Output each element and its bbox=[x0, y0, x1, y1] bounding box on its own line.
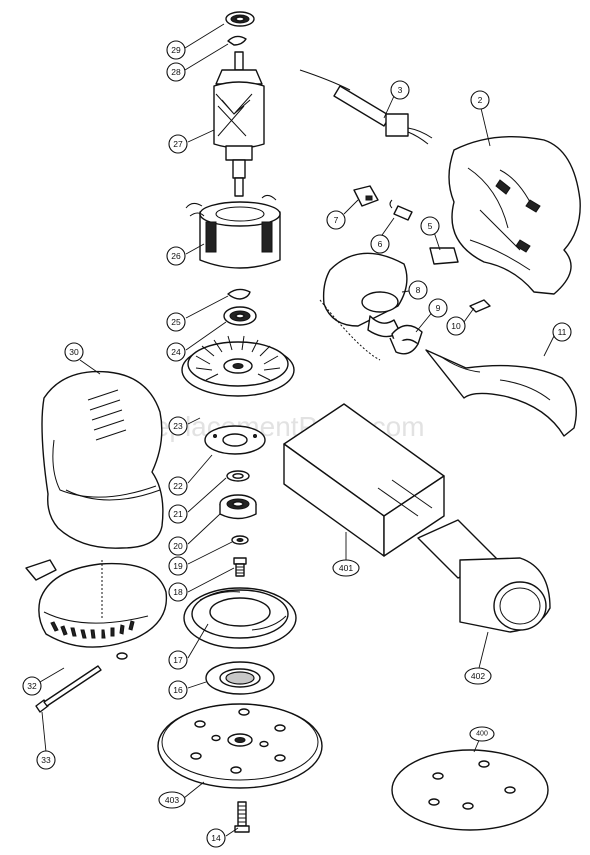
callout-401: 401 bbox=[332, 559, 360, 577]
part-8-fan-housing bbox=[322, 252, 408, 338]
callout-label: 29 bbox=[171, 45, 181, 55]
callout-3: 3 bbox=[390, 80, 410, 100]
callout-27: 27 bbox=[168, 134, 188, 154]
part-19-washer bbox=[231, 535, 249, 545]
callout-8: 8 bbox=[408, 280, 428, 300]
callout-label: 21 bbox=[173, 509, 183, 519]
callout-21: 21 bbox=[168, 504, 188, 524]
callout-label: 26 bbox=[171, 251, 181, 261]
callout-403: 403 bbox=[158, 791, 186, 809]
callout-label: 18 bbox=[173, 587, 183, 597]
callout-label: 17 bbox=[173, 655, 183, 665]
callout-33: 33 bbox=[36, 750, 56, 770]
part-400-abrasive-disc bbox=[391, 749, 549, 831]
part-17-plate bbox=[183, 587, 297, 649]
callout-400: 400 bbox=[469, 726, 495, 742]
callout-label: 28 bbox=[171, 67, 181, 77]
part-21-washer bbox=[226, 470, 250, 482]
callout-label: 10 bbox=[451, 321, 461, 331]
callout-label: 23 bbox=[173, 421, 183, 431]
callout-label: 2 bbox=[478, 95, 483, 105]
callout-label: 33 bbox=[41, 755, 51, 765]
part-29-bearing bbox=[225, 11, 255, 27]
callout-23: 23 bbox=[168, 416, 188, 436]
callout-label: 7 bbox=[334, 215, 339, 225]
callout-19: 19 bbox=[168, 556, 188, 576]
part-9-ring bbox=[389, 324, 423, 355]
callout-label: 22 bbox=[173, 481, 183, 491]
part-6-brush bbox=[389, 199, 413, 221]
callout-20: 20 bbox=[168, 536, 188, 556]
part-26-field bbox=[185, 194, 281, 269]
callout-26: 26 bbox=[166, 246, 186, 266]
callout-label: 6 bbox=[378, 239, 383, 249]
callout-22: 22 bbox=[168, 476, 188, 496]
callout-label: 403 bbox=[165, 795, 179, 805]
callout-24: 24 bbox=[166, 342, 186, 362]
callout-label: 30 bbox=[69, 347, 79, 357]
callout-label: 20 bbox=[173, 541, 183, 551]
callout-28: 28 bbox=[166, 62, 186, 82]
part-16-ring bbox=[205, 661, 275, 695]
callout-label: 401 bbox=[339, 563, 353, 573]
part-403-pad bbox=[157, 703, 323, 789]
callout-9: 9 bbox=[428, 298, 448, 318]
callout-label: 24 bbox=[171, 347, 181, 357]
callout-14: 14 bbox=[206, 828, 226, 848]
callout-label: 5 bbox=[428, 221, 433, 231]
part-28-retaining-ring bbox=[227, 35, 247, 46]
part-18-screw bbox=[233, 557, 247, 577]
leader-lines bbox=[39, 23, 555, 837]
part-5-cap bbox=[429, 247, 459, 265]
callout-10: 10 bbox=[446, 316, 466, 336]
part-24-bearing bbox=[223, 306, 257, 326]
part-11-dust-guide bbox=[425, 349, 577, 437]
callout-label: 8 bbox=[416, 285, 421, 295]
callout-32: 32 bbox=[22, 676, 42, 696]
part-33-screw bbox=[35, 665, 102, 713]
callout-402: 402 bbox=[464, 667, 492, 685]
callout-17: 17 bbox=[168, 650, 188, 670]
callout-30: 30 bbox=[64, 342, 84, 362]
callout-label: 9 bbox=[436, 303, 441, 313]
callout-label: 400 bbox=[476, 731, 488, 738]
callout-7: 7 bbox=[326, 210, 346, 230]
callout-label: 25 bbox=[171, 317, 181, 327]
callout-label: 11 bbox=[558, 327, 567, 337]
callout-label: 16 bbox=[173, 685, 183, 695]
callout-label: 402 bbox=[471, 671, 485, 681]
part-30-housing bbox=[41, 370, 164, 549]
callout-label: 3 bbox=[398, 85, 403, 95]
part-7-brush-holder bbox=[353, 185, 379, 207]
callout-2: 2 bbox=[470, 90, 490, 110]
part-25-retaining-ring bbox=[227, 288, 251, 300]
callout-25: 25 bbox=[166, 312, 186, 332]
callout-18: 18 bbox=[168, 582, 188, 602]
callout-6: 6 bbox=[370, 234, 390, 254]
callout-16: 16 bbox=[168, 680, 188, 700]
part-401-dust-bag bbox=[283, 403, 445, 557]
callout-label: 27 bbox=[173, 139, 183, 149]
part-10-clip bbox=[469, 299, 491, 313]
part-fan bbox=[181, 335, 295, 397]
callout-label: 14 bbox=[211, 833, 221, 843]
callout-11: 11 bbox=[552, 322, 572, 342]
part-402-adapter bbox=[417, 519, 551, 633]
callout-label: 32 bbox=[27, 681, 37, 691]
part-22-plate bbox=[204, 425, 266, 455]
part-3-cord bbox=[299, 69, 433, 145]
callout-5: 5 bbox=[420, 216, 440, 236]
part-2-housing bbox=[448, 136, 581, 295]
callout-label: 19 bbox=[173, 561, 183, 571]
part-32-dust-cover bbox=[25, 559, 168, 660]
part-20-bearing bbox=[219, 494, 257, 520]
part-27-armature bbox=[213, 51, 265, 197]
part-14-screw bbox=[234, 801, 250, 833]
callout-29: 29 bbox=[166, 40, 186, 60]
